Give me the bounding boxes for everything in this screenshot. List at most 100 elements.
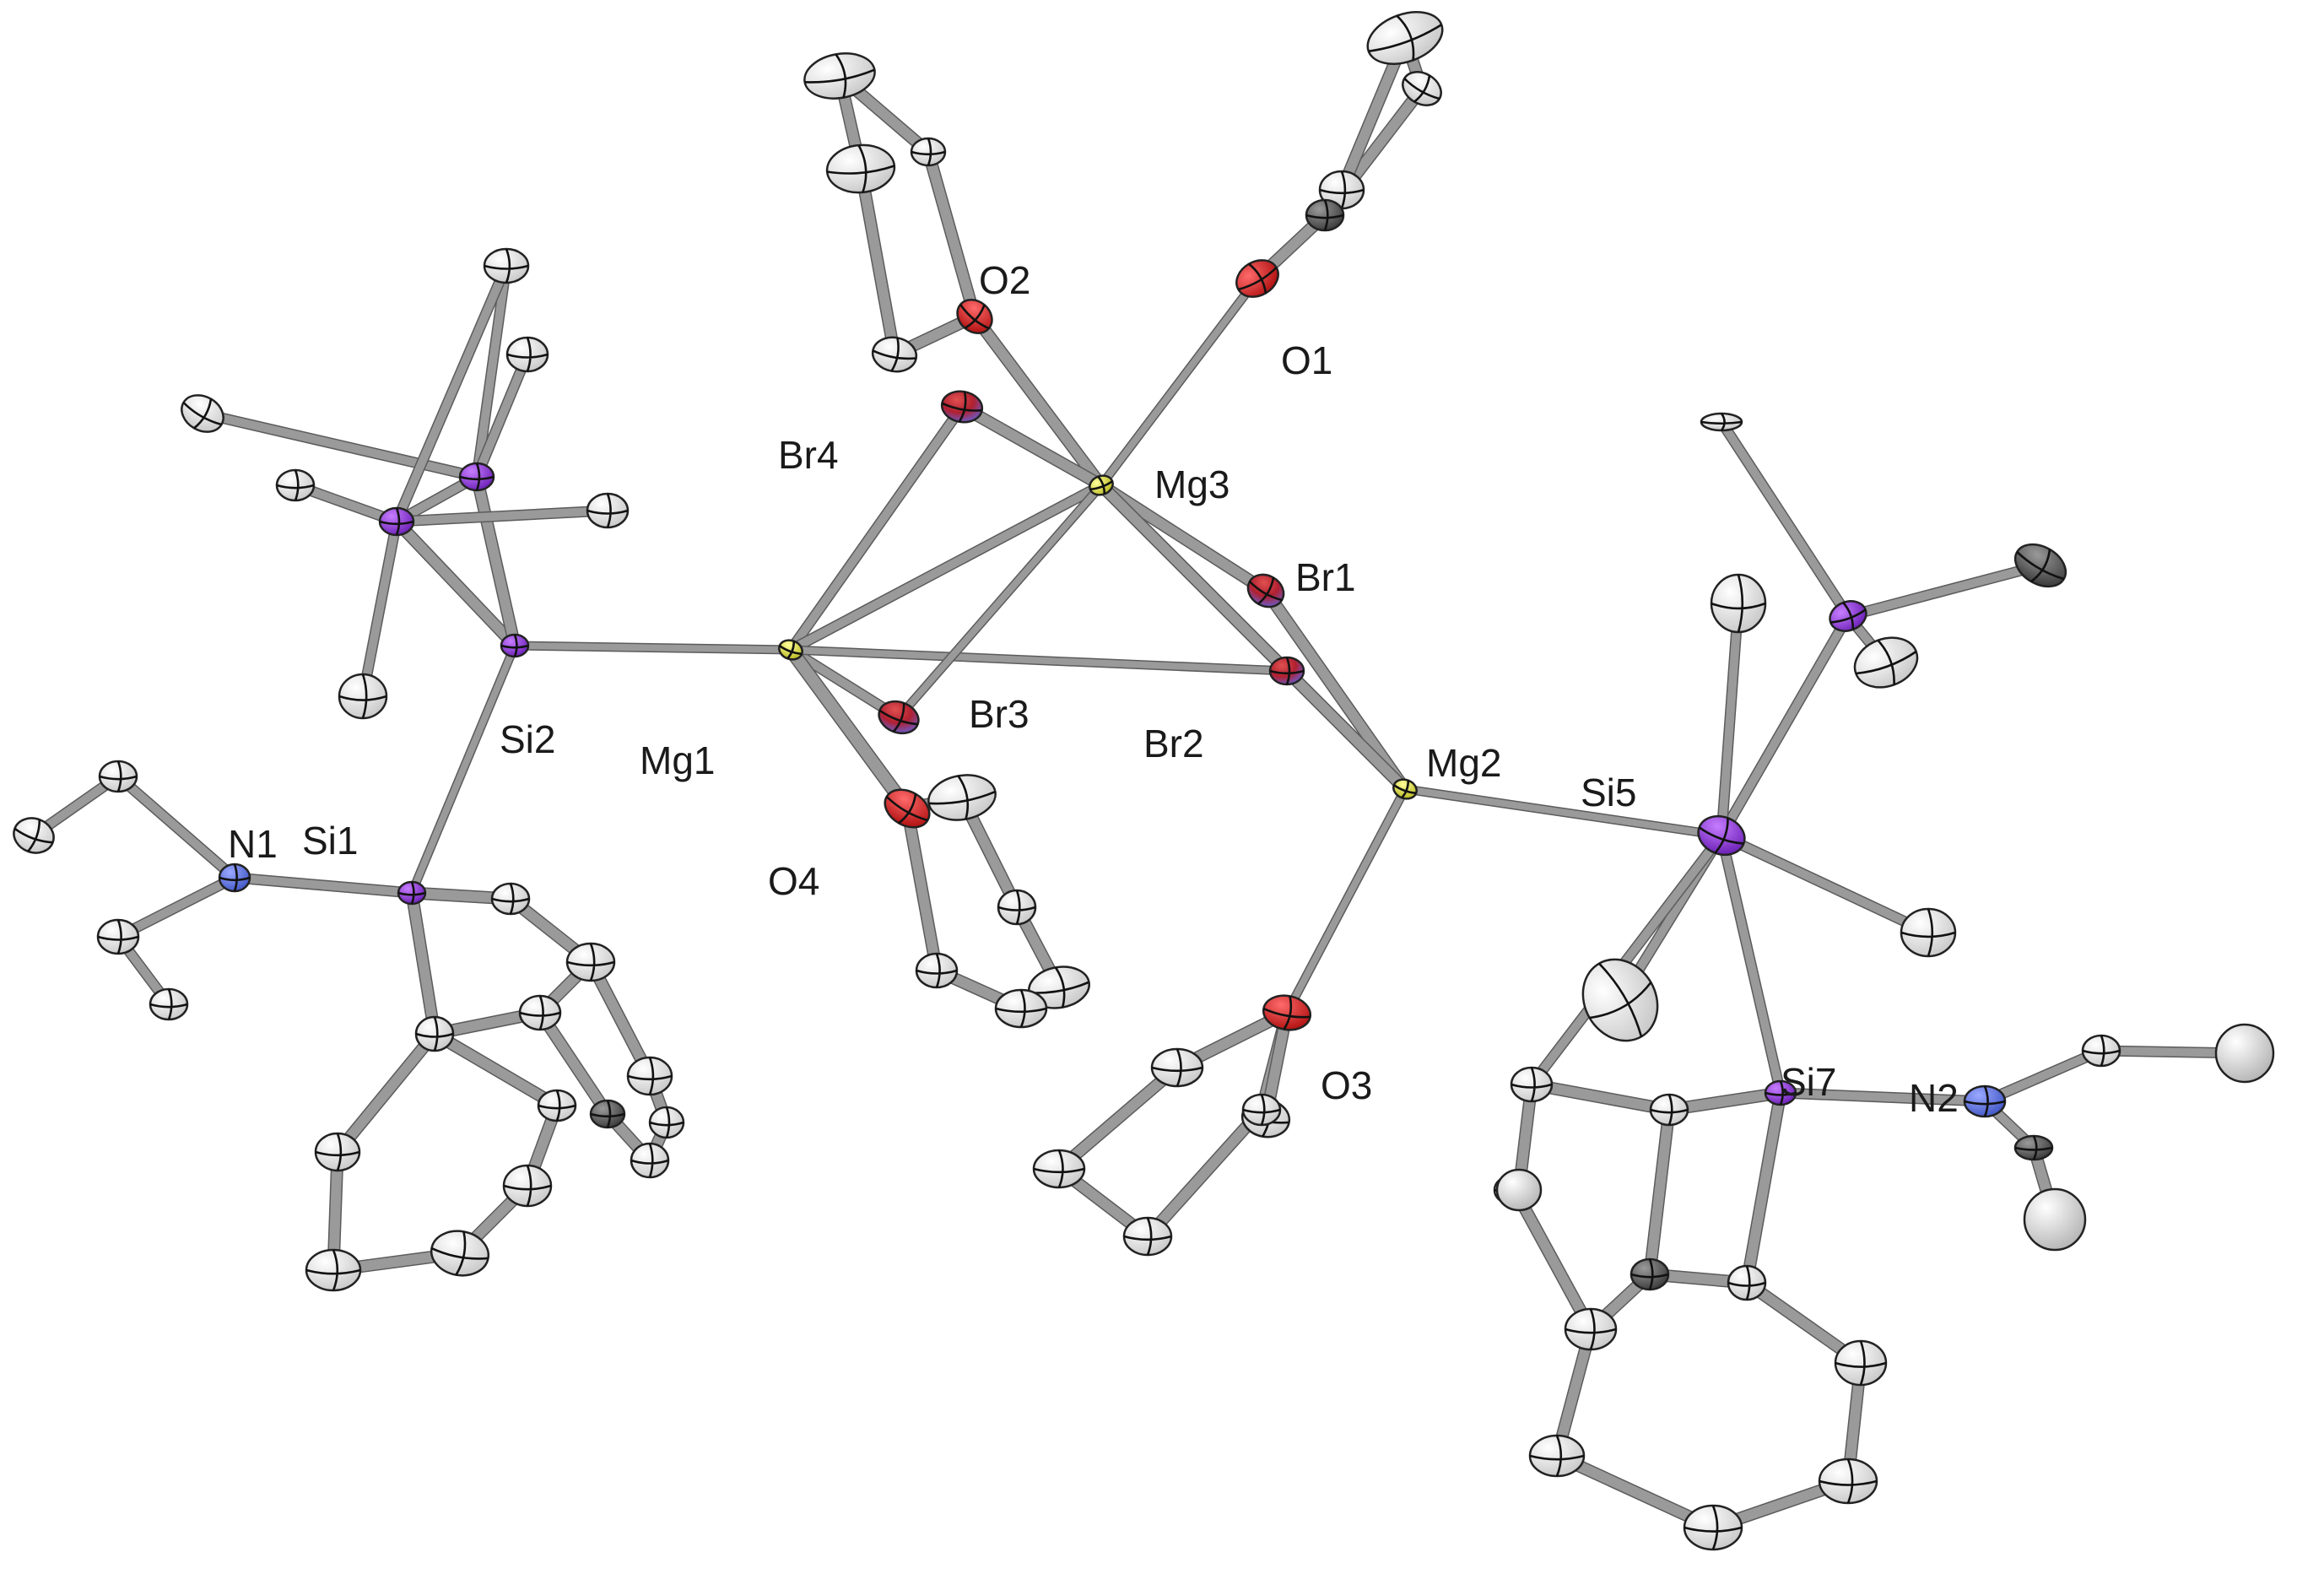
carbon-atom-c56 <box>1683 1504 1743 1551</box>
bond-Mg3-Br1 <box>1094 479 1273 598</box>
carbon-atom-c39 <box>1241 1093 1282 1127</box>
label-mg1: Mg1 <box>640 738 715 782</box>
carbon-atom-c20 <box>490 882 531 916</box>
bond-Mg1-Br2 <box>786 645 1292 676</box>
silicon-atom-si1 <box>397 880 427 906</box>
carbon-atom-c51 <box>1630 1257 1670 1291</box>
bond-c4-c2 <box>854 162 901 361</box>
bond-layer <box>28 31 2251 1534</box>
silicon-atom-si3 <box>378 506 415 537</box>
bond-Si3-c14 <box>357 516 403 702</box>
carbon-atom-c54 <box>1834 1339 1888 1387</box>
bond-Mg3-O1 <box>1096 273 1262 490</box>
carbon-atom-c32 <box>927 774 997 821</box>
oxygen-atom-o2 <box>956 298 993 335</box>
silicon-atom-si7 <box>1764 1079 1797 1106</box>
bond-Mg2-Br1 <box>1259 584 1412 796</box>
bond-c49-c48 <box>1525 1078 1676 1117</box>
nitrogen-atom-n1 <box>218 863 251 893</box>
bond-Si3-c13 <box>391 505 613 527</box>
carbon-atom-c34 <box>1028 965 1090 1009</box>
bond-Mg1-O4 <box>783 642 915 816</box>
bond-Si7-c53 <box>1740 1086 1787 1290</box>
carbon-atom-c53 <box>1727 1264 1767 1301</box>
carbon-atom-c29 <box>430 1230 490 1277</box>
silicon-atom-si4 <box>458 462 495 492</box>
carbon-atom-c33 <box>997 889 1037 926</box>
bromine-atom-br3 <box>878 700 920 735</box>
bond-Si7-N2 <box>1775 1087 1991 1107</box>
label-n1: N1 <box>228 822 278 866</box>
label-mg2: Mg2 <box>1426 741 1501 785</box>
carbon-atom-c13 <box>586 492 630 529</box>
carbon-atom-c14 <box>338 673 388 720</box>
carbon-atom-c44 <box>2013 543 2067 588</box>
carbon-atom-c15 <box>98 760 138 793</box>
carbon-atom-c47 <box>1581 958 1659 1042</box>
carbon-atom-c30 <box>502 1164 553 1208</box>
bond-Si5-c43 <box>1716 598 1744 841</box>
carbon-atom-c8 <box>1305 198 1345 232</box>
carbon-atom-c17 <box>96 918 140 955</box>
label-br1: Br1 <box>1295 555 1356 599</box>
silicon-atom-si2 <box>500 633 530 658</box>
carbon-atom-c18 <box>149 987 189 1021</box>
carbon-atom-c22 <box>518 994 562 1031</box>
atom-layer <box>13 11 2275 1551</box>
label-layer: O2 O1 Br4 Mg3 Br1 Si2 Mg1 Br3 Br2 Mg2 Si… <box>228 258 1959 1120</box>
carbon-atom-c24 <box>589 1099 626 1129</box>
bond-c37-c40 <box>1052 1061 1184 1176</box>
bond-Si5-Si7 <box>1716 830 1786 1099</box>
label-br4: Br4 <box>778 433 839 477</box>
label-si1: Si1 <box>302 819 358 863</box>
bond-c57-c56 <box>1550 1449 1720 1534</box>
bond-c52-c57 <box>1550 1322 1597 1463</box>
bromine-atom-br2 <box>1268 656 1305 686</box>
carbon-atom-c5 <box>1366 11 1444 65</box>
carbon-atom-c4 <box>871 336 918 373</box>
bond-Si2-Si4 <box>470 470 522 652</box>
bond-N2-c58 <box>1979 1045 2107 1107</box>
bond-Si1-N1 <box>229 872 418 899</box>
bond-Mg2-O3 <box>1282 784 1410 1018</box>
label-o4: O4 <box>768 859 819 903</box>
bond-c19-c27 <box>331 1027 441 1159</box>
carbon-atom-c28 <box>305 1248 362 1292</box>
carbon-atom-c12 <box>275 468 316 502</box>
carbon-atom-c49 <box>1649 1093 1689 1127</box>
carbon-atom-c23 <box>626 1056 673 1096</box>
bond-c41-c39 <box>1141 1103 1268 1243</box>
bond-c3-O2 <box>921 145 981 323</box>
carbon-atom-c31 <box>537 1089 577 1122</box>
carbon-atom-c40 <box>1032 1149 1086 1189</box>
bond-Mg2-Br2 <box>1280 664 1412 796</box>
carbon-atom-c46 <box>1900 907 1957 958</box>
oxygen-atom-o3 <box>1262 994 1312 1031</box>
carbon-atom-c26 <box>648 1106 685 1139</box>
carbon-atom-c16 <box>13 817 55 854</box>
carbon-atom-c3 <box>910 137 947 167</box>
bond-Si5-Si6 <box>1716 610 1854 841</box>
label-o2: O2 <box>979 258 1030 302</box>
carbon-atom-c37 <box>1150 1047 1204 1088</box>
carbon-atom-c6 <box>1402 71 1442 106</box>
bond-Mg3-Br4 <box>955 400 1108 492</box>
carbon-atom-c36 <box>915 952 959 989</box>
label-n2: N2 <box>1909 1076 1959 1120</box>
carbon-atom-c61 <box>2023 1187 2087 1252</box>
bond-Si2-Si3 <box>390 515 522 652</box>
carbon-atom-c57 <box>1528 1434 1586 1478</box>
carbon-atom-c52 <box>1564 1307 1618 1351</box>
label-br2: Br2 <box>1143 722 1204 765</box>
bond-Si5-c46 <box>1716 830 1934 938</box>
carbon-atom-c11 <box>181 394 224 433</box>
bond-Si4-c11 <box>197 408 483 483</box>
bond-Si6-c42 <box>1716 416 1854 622</box>
silicon-atom-si5 <box>1697 814 1746 857</box>
bond-Mg1-Br3 <box>785 644 905 723</box>
bond-Si4-c9 <box>471 260 512 483</box>
carbon-atom-c2 <box>825 143 896 194</box>
magnesium-atom-mg1 <box>778 639 803 661</box>
carbon-atom-c43 <box>1710 573 1767 634</box>
